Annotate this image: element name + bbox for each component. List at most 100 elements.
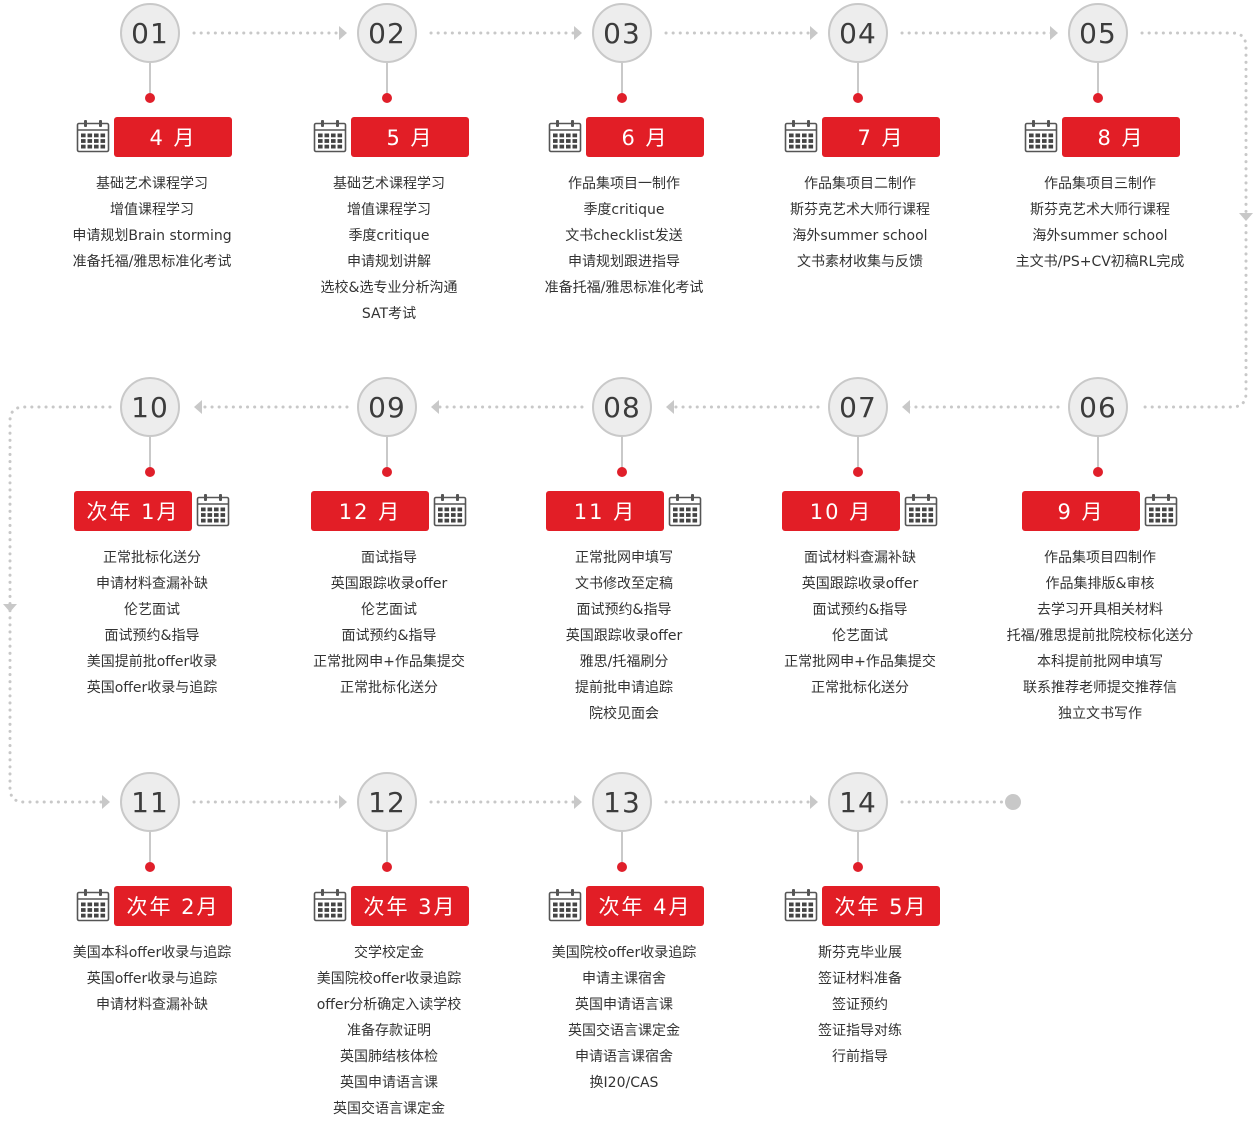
step-number: 06 [1068,377,1128,437]
calendar-icon [548,119,582,153]
task-item: 作品集项目三制作 [1044,176,1156,192]
step-number: 14 [828,772,888,832]
task-item: 作品集排版&审核 [1045,576,1155,592]
month-badge: 次年 1月 [74,491,192,531]
task-item: SAT考试 [361,306,417,322]
arrow-left-icon [666,400,674,414]
task-item: 美国院校offer收录追踪 [316,971,462,987]
step-number: 09 [357,377,417,437]
calendar-icon [668,493,702,527]
step-dot [145,862,155,872]
arrow-right-icon [574,795,582,809]
month-badge: 4 月 [114,117,232,157]
step-number: 13 [592,772,652,832]
task-item: 申请规划跟进指导 [568,254,680,270]
task-item: 准备存款证明 [347,1023,431,1039]
step-stem [621,437,623,471]
step-number: 08 [592,377,652,437]
calendar-icon [76,888,110,922]
task-item: 雅思/托福刷分 [579,654,669,670]
task-item: 季度critique [583,202,665,218]
task-item: 正常批标化送分 [811,680,909,696]
task-item: 申请规划讲解 [347,254,431,270]
step-dot [1093,93,1103,103]
arrow-down-icon [3,604,17,612]
calendar-icon [76,119,110,153]
step-dot [617,467,627,477]
step-stem [1097,63,1099,97]
task-item: 斯芬克艺术大师行课程 [1030,202,1170,218]
month-badge: 8 月 [1062,117,1180,157]
arrow-right-icon [1050,26,1058,40]
task-item: 正常批网申+作品集提交 [313,654,465,670]
step-number: 10 [120,377,180,437]
arrow-left-icon [194,400,202,414]
arrow-right-icon [339,26,347,40]
step-stem [386,63,388,97]
step-dot [617,862,627,872]
arrow-right-icon [574,26,582,40]
step-stem [386,832,388,866]
task-item: 文书checklist发送 [565,228,683,244]
month-badge: 次年 4月 [586,886,704,926]
month-label-row: 5 月 [269,117,509,157]
step-task-list: 美国院校offer收录追踪申请主课宿舍英国申请语言课英国交语言课定金申请语言课宿… [504,940,744,1096]
month-label-row: 10 月 [740,491,980,531]
task-item: 托福/雅思提前批院校标化送分 [1006,628,1194,644]
task-item: 院校见面会 [589,706,659,722]
month-badge: 7 月 [822,117,940,157]
task-item: 选校&选专业分析沟通 [320,280,458,296]
task-item: 签证预约 [832,997,888,1013]
month-badge: 11 月 [546,491,664,531]
task-item: 英国offer收录与追踪 [86,680,218,696]
task-item: 增值课程学习 [110,202,194,218]
task-item: 美国提前批offer收录 [86,654,218,670]
task-item: 面试预约&指导 [576,602,672,618]
step-stem [857,437,859,471]
task-item: 行前指导 [832,1049,888,1065]
step-number: 07 [828,377,888,437]
calendar-icon [313,888,347,922]
calendar-icon [1024,119,1058,153]
task-item: 面试预约&指导 [341,628,437,644]
arrow-right-icon [810,26,818,40]
arrow-left-icon [902,400,910,414]
month-label-row: 9 月 [980,491,1220,531]
calendar-icon [196,493,230,527]
arrow-right-icon [102,795,110,809]
calendar-icon [548,888,582,922]
task-item: 申请主课宿舍 [582,971,666,987]
month-label-row: 次年 1月 [32,491,272,531]
month-label-row: 12 月 [269,491,509,531]
month-badge: 次年 5月 [822,886,940,926]
task-item: 交学校定金 [354,945,424,961]
arrow-left-icon [431,400,439,414]
timeline-end-dot [1005,794,1021,810]
task-item: 作品集项目二制作 [804,176,916,192]
step-number: 04 [828,3,888,63]
task-item: 准备托福/雅思标准化考试 [544,280,704,296]
task-item: 美国院校offer收录追踪 [551,945,697,961]
task-item: 独立文书写作 [1058,706,1142,722]
task-item: 申请规划Brain storming [72,228,232,244]
task-item: 申请材料查漏补缺 [96,997,208,1013]
task-item: 英国交语言课定金 [333,1101,445,1117]
task-item: 增值课程学习 [347,202,431,218]
task-item: 伦艺面试 [124,602,180,618]
month-label-row: 次年 3月 [269,886,509,926]
month-label-row: 次年 5月 [740,886,980,926]
month-label-row: 次年 2月 [32,886,272,926]
task-item: 基础艺术课程学习 [333,176,445,192]
calendar-icon [1144,493,1178,527]
task-item: 申请语言课宿舍 [575,1049,673,1065]
step-stem [857,832,859,866]
task-item: 英国申请语言课 [575,997,673,1013]
step-number: 01 [120,3,180,63]
step-dot [1093,467,1103,477]
